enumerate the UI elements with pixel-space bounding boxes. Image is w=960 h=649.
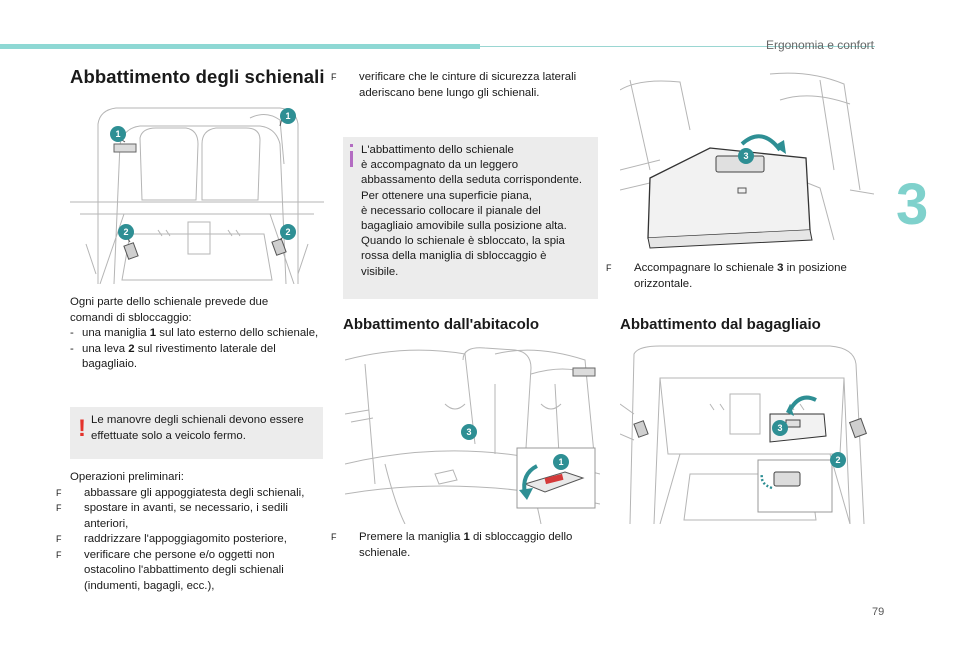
callout-badge-label: 3: [777, 423, 782, 433]
info-line: rossa della maniglia di sbloccaggio è: [361, 250, 547, 263]
info-line: Quando lo schienale è sbloccato, la spia: [361, 235, 565, 248]
info-text: L'abbattimento dello schienale è accompa…: [361, 143, 593, 280]
callout-badge: [738, 148, 754, 164]
callout-badge: [772, 420, 788, 436]
list-item-text: Premere la maniglia: [359, 531, 464, 543]
list-item-text: sul lato esterno dello schienale,: [156, 327, 319, 339]
info-icon: [350, 151, 353, 167]
list-item-text: verificare che le cinture di sicurezza l…: [359, 71, 577, 99]
callout-badge-label: 1: [285, 111, 290, 121]
callout-badge-label: 3: [743, 151, 748, 161]
list-item-text: una maniglia: [82, 327, 150, 339]
heading-from-cabin: Abbattimento dall'abitacolo: [343, 316, 540, 333]
bullet-icon: F: [331, 72, 337, 82]
warning-box: [70, 407, 323, 459]
callout-badge-label: 1: [115, 129, 120, 139]
list-item-text: una leva: [82, 342, 129, 355]
callout-badge-label: 1: [558, 457, 563, 467]
info-icon-dot: [350, 144, 353, 147]
page-title: Abbattimento degli schienali: [70, 66, 325, 87]
callout-ref: 2: [128, 342, 135, 355]
bullet-icon: F: [56, 503, 62, 513]
callout-ref: 3: [777, 262, 784, 274]
callout-badge: [553, 454, 569, 470]
callout-ref: 1: [149, 327, 157, 339]
section-title: Ergonomia e confort: [765, 38, 874, 52]
bullet-icon: F: [56, 534, 62, 544]
list-item: -una maniglia 1 sul lato esterno dello s…: [70, 326, 322, 342]
info-line: L'abbattimento dello schienale: [361, 144, 514, 156]
release-controls-text: Ogni parte dello schienale prevede due c…: [70, 295, 322, 373]
warning-text: Le manovre degli schienali devono essere…: [91, 414, 304, 442]
intro-line: comandi di sbloccaggio:: [70, 311, 192, 324]
header-rule: [480, 46, 875, 47]
page-number: 79: [872, 606, 885, 618]
callout-badge: [118, 224, 134, 240]
callout-badge: [280, 108, 296, 124]
bullet-icon: F: [56, 549, 62, 560]
press-handle-step: F Premere la maniglia 1 di sbloccaggio de…: [331, 530, 614, 561]
info-line: bagagliaio amovibile sulla posizione alt…: [361, 220, 567, 233]
header-accent-bar: [0, 44, 480, 49]
intro-line: Ogni parte dello schienale prevede due: [70, 296, 269, 308]
prelim-title: Operazioni preliminari:: [70, 471, 184, 483]
info-line: è necessario collocare il pianale del: [361, 204, 541, 217]
list-item: -una leva 2 sul rivestimento laterale de…: [70, 342, 322, 373]
fold-backrest-step: F Accompagnare lo schienale 3 in posizion…: [606, 261, 888, 292]
callout-badge-label: 2: [835, 455, 840, 465]
bullet-icon: F: [606, 263, 612, 273]
bullet-icon: F: [56, 487, 62, 498]
list-item-text: spostare in avanti, se necessario, i sed…: [84, 502, 288, 530]
list-item-text: verificare che persone e/o oggetti non o…: [84, 548, 284, 592]
chapter-number: 3: [896, 172, 929, 237]
dash-mark: -: [70, 342, 74, 355]
info-line: Per ottenere una superficie piana,: [361, 189, 532, 202]
list-item-text: in posizione orizzontale.: [634, 262, 847, 290]
info-box: [343, 137, 598, 299]
list-item-text: sul rivestimento laterale del bagagliaio…: [82, 342, 276, 371]
callout-badge: [461, 424, 477, 440]
heading-from-boot: Abbattimento dal bagagliaio: [620, 316, 821, 333]
callout-badge: [280, 224, 296, 240]
callout-badge-label: 3: [466, 427, 471, 437]
bullet-icon: F: [331, 532, 337, 542]
list-item-text: di sbloccaggio dello schienale.: [359, 531, 573, 559]
figure-boot-release: 3 2: [620, 344, 874, 524]
callout-badge-label: 2: [123, 227, 128, 237]
figure-press-handle: 3 1: [345, 344, 600, 524]
list-item-text: raddrizzare l'appoggiagomito posteriore,: [84, 533, 287, 545]
callout-badge-label: 2: [285, 227, 290, 237]
figure-fold-backrest: 3: [620, 70, 874, 250]
callout-badge: [110, 126, 126, 142]
callout-badge: [830, 452, 846, 468]
callout-ref: 1: [463, 531, 470, 543]
list-item-text: Accompagnare lo schienale: [634, 262, 778, 274]
warning-icon: !: [78, 415, 86, 442]
info-line: è accompagnato da un leggero: [361, 159, 519, 172]
figure-seat-release-controls: 1 1 2 2: [70, 104, 324, 284]
dash-mark: -: [70, 327, 74, 339]
info-line: abbassamento della seduta corrispondente…: [361, 174, 582, 187]
info-line: visibile.: [361, 265, 399, 278]
list-item-text: abbassare gli appoggiatesta degli schien…: [84, 486, 305, 499]
